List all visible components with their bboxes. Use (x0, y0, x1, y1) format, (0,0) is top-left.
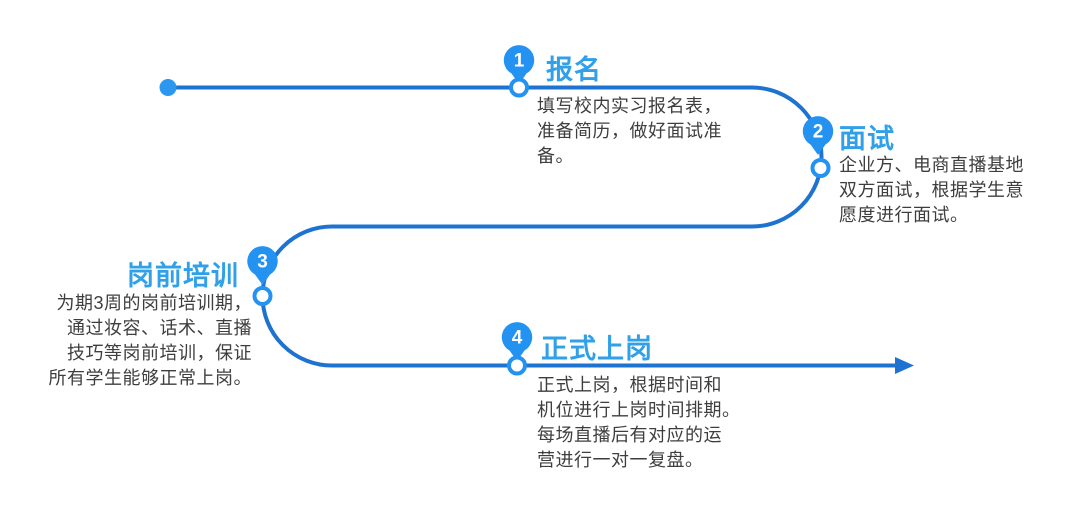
pin-shape (802, 116, 834, 155)
step1-title: 报名 (546, 55, 602, 85)
step3-number: 3 (257, 251, 268, 272)
step2-number: 2 (813, 121, 824, 142)
step2-description: 企业方、电商直播基地 双方面试，根据学生意 愿度进行面试。 (839, 155, 1024, 225)
step1-location-pin-icon: 1 (503, 45, 535, 84)
start-dot-icon (159, 79, 177, 96)
pin-shape (247, 246, 278, 285)
step2-title: 面试 (839, 124, 895, 154)
step1-node-circle-icon (509, 77, 529, 98)
flow-line (168, 85, 897, 368)
step4-location-pin-icon: 4 (501, 322, 533, 361)
step2-node-circle-icon (810, 158, 831, 178)
step3-title: 岗前培训 (127, 261, 239, 291)
step1-description: 填写校内实习报名表， 准备简历，做好面试准 备。 (537, 96, 722, 166)
step4-number: 4 (512, 327, 523, 348)
arrowhead-icon (895, 357, 914, 374)
step2-location-pin-icon: 2 (802, 116, 834, 155)
step3-description: 为期3周的岗前培训期， 通过妆容、话术、直播 技巧等岗前培训，保证 所有学生能够… (48, 293, 252, 388)
step4-title: 正式上岗 (541, 334, 653, 364)
step1-number: 1 (514, 50, 525, 71)
step4-description: 正式上岗，根据时间和 机位进行上岗时间排期。 每场直播后有对应的运 营进行一对一… (537, 375, 741, 470)
pin-shape (501, 322, 533, 361)
pin-shape (503, 45, 535, 84)
step3-location-pin-icon: 3 (247, 246, 278, 285)
step4-node-circle-icon (507, 355, 527, 376)
step3-node-circle-icon (252, 286, 273, 306)
